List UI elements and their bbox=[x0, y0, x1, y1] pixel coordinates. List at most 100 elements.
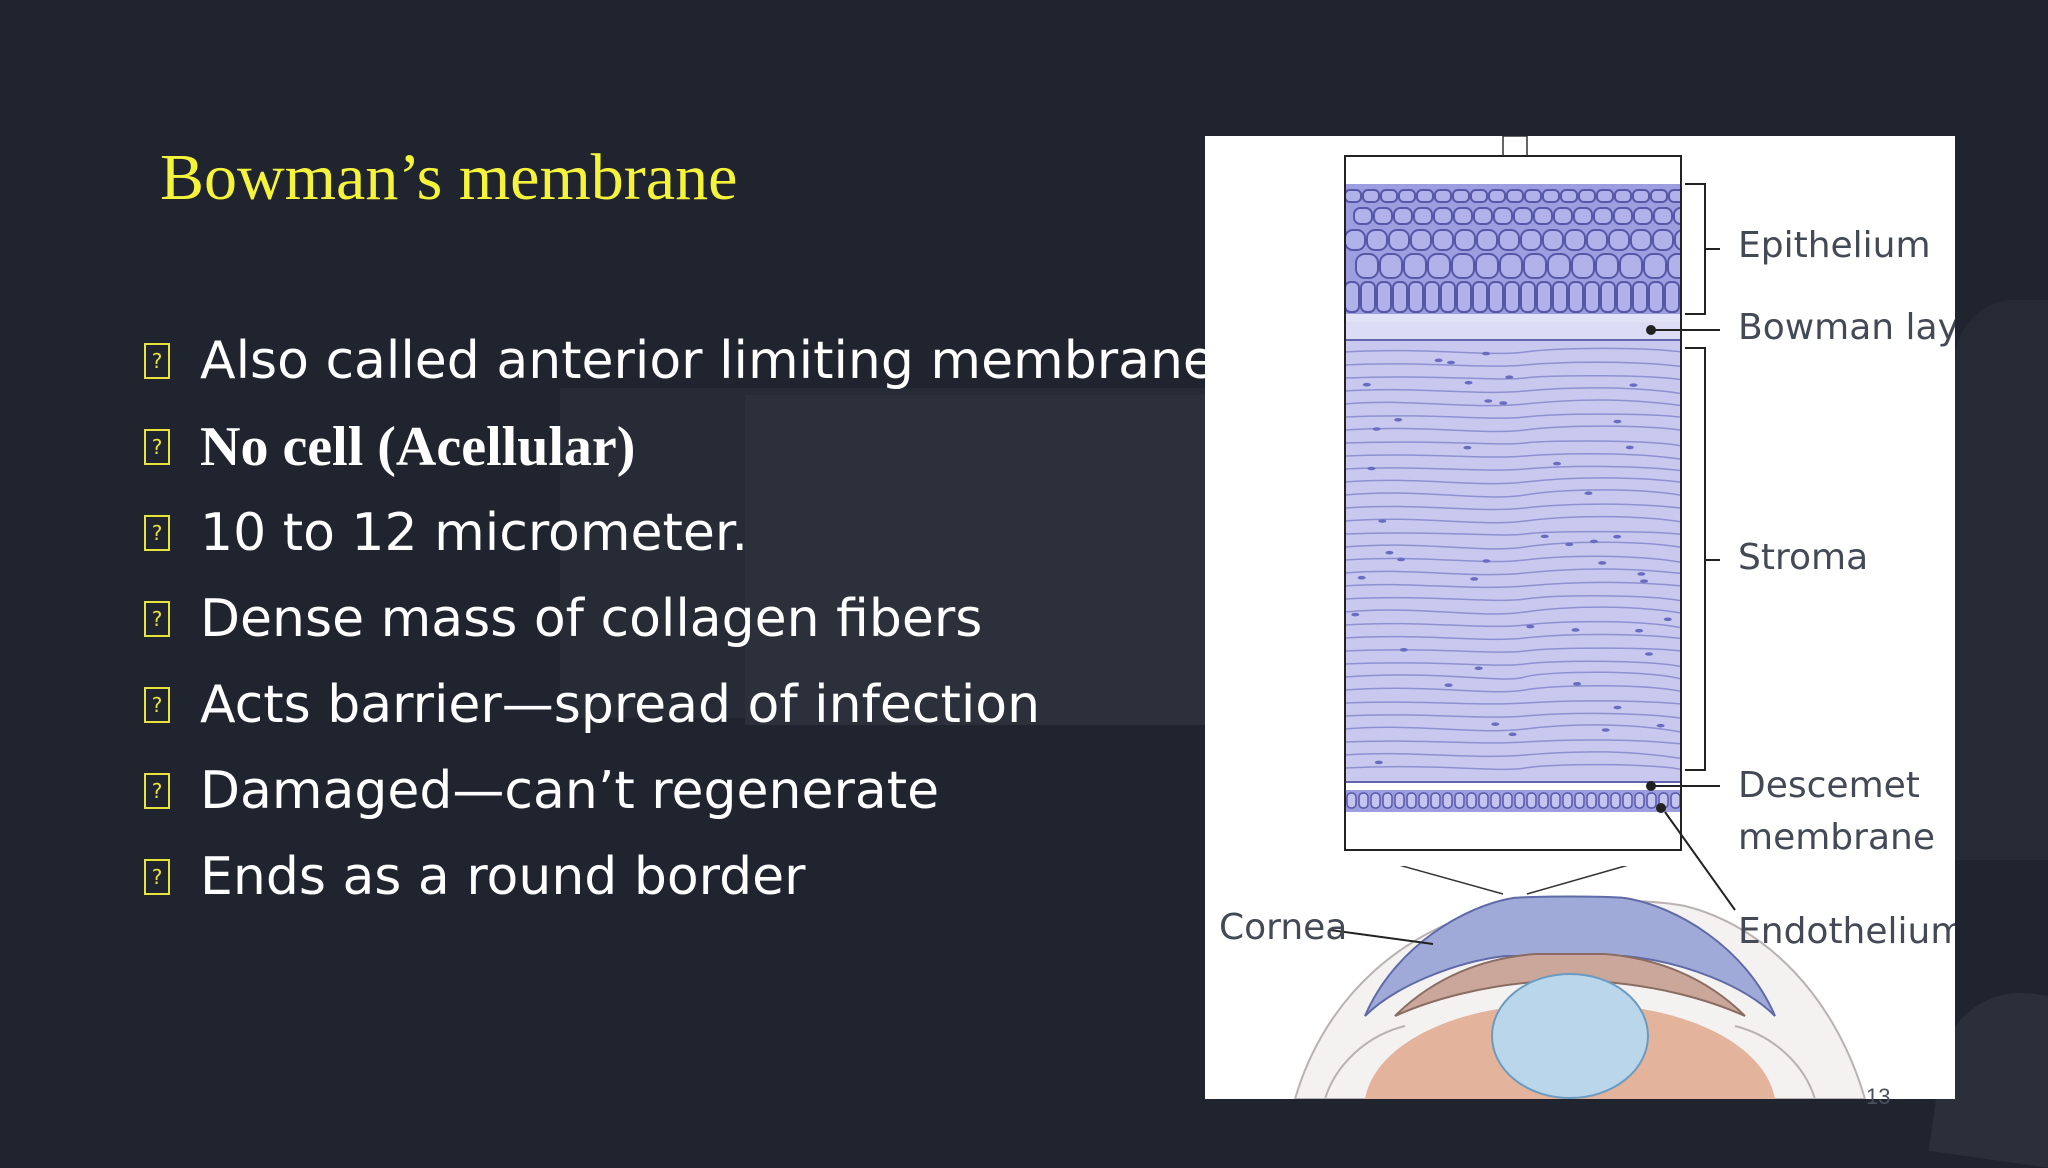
missing-glyph-icon: ? bbox=[144, 515, 170, 551]
epithelial-cell bbox=[1632, 281, 1648, 313]
epithelial-cell bbox=[1633, 207, 1653, 225]
epithelial-cell bbox=[1453, 207, 1473, 225]
bullet-item: ?Also called anterior limiting membrane bbox=[140, 318, 1215, 404]
epithelial-cell bbox=[1413, 207, 1433, 225]
epithelial-cell bbox=[1674, 229, 1681, 251]
collagen-fiber bbox=[1345, 685, 1681, 693]
keratocyte-nucleus bbox=[1613, 534, 1622, 539]
epithelial-cell bbox=[1392, 281, 1408, 313]
collagen-fiber bbox=[1345, 620, 1681, 629]
epithelial-cell bbox=[1476, 229, 1498, 251]
epithelial-cell bbox=[1473, 207, 1493, 225]
label-endothelium: Endothelium bbox=[1738, 911, 1955, 952]
collagen-fiber bbox=[1345, 568, 1681, 576]
label-epithelium: Epithelium bbox=[1738, 225, 1931, 266]
endothelial-cell bbox=[1358, 792, 1369, 809]
epithelial-cell bbox=[1616, 281, 1632, 313]
missing-glyph-icon: ? bbox=[144, 601, 170, 637]
page-number: 13 bbox=[1866, 1084, 1891, 1109]
epithelial-cell bbox=[1547, 253, 1571, 279]
epithelial-cell bbox=[1536, 281, 1552, 313]
keratocyte-nucleus bbox=[1601, 728, 1610, 732]
collagen-fiber bbox=[1345, 515, 1681, 524]
endothelial-cell bbox=[1466, 792, 1477, 809]
endothelial-cell bbox=[1406, 792, 1417, 809]
epithelial-cell bbox=[1596, 189, 1614, 203]
epithelial-cell bbox=[1652, 229, 1674, 251]
bullet-text: No cell (Acellular) bbox=[200, 416, 636, 478]
epithelial-cell bbox=[1488, 189, 1506, 203]
endothelial-cell bbox=[1586, 792, 1597, 809]
collagen-fiber bbox=[1345, 751, 1681, 760]
bullet-text: Damaged—can’t regenerate bbox=[200, 761, 940, 821]
epithelial-cell bbox=[1488, 281, 1504, 313]
cornea-diagram: Epithelium Bowman layer Stroma Descemet … bbox=[1205, 136, 1955, 1099]
collagen-fiber bbox=[1345, 541, 1681, 550]
epithelial-cell bbox=[1571, 253, 1595, 279]
bullet-text: Acts barrier—spread of infection bbox=[200, 675, 1041, 735]
keratocyte-nucleus bbox=[1526, 624, 1535, 629]
epithelial-cell bbox=[1553, 207, 1573, 225]
keratocyte-nucleus bbox=[1625, 445, 1634, 450]
label-descemet-line1: Descemet bbox=[1738, 765, 1920, 806]
keratocyte-nucleus bbox=[1399, 647, 1408, 652]
collagen-fiber bbox=[1345, 633, 1681, 641]
epithelial-cell bbox=[1475, 253, 1499, 279]
endothelial-cell bbox=[1538, 792, 1549, 809]
collagen-fiber bbox=[1345, 465, 1681, 472]
keratocyte-nucleus bbox=[1565, 542, 1574, 547]
collagen-fiber bbox=[1345, 347, 1681, 355]
keratocyte-nucleus bbox=[1397, 557, 1406, 562]
epithelial-cell bbox=[1632, 189, 1650, 203]
collagen-fiber bbox=[1345, 606, 1681, 615]
epithelial-cell bbox=[1520, 281, 1536, 313]
keratocyte-nucleus bbox=[1464, 380, 1473, 385]
endothelial-cell bbox=[1418, 792, 1429, 809]
collagen-fiber bbox=[1345, 530, 1681, 536]
keratocyte-nucleus bbox=[1640, 579, 1649, 583]
keratocyte-nucleus bbox=[1482, 559, 1491, 563]
epithelial-cell bbox=[1573, 207, 1593, 225]
endothelial-cell bbox=[1370, 792, 1381, 809]
keratocyte-nucleus bbox=[1474, 666, 1483, 671]
epithelial-cell bbox=[1523, 253, 1547, 279]
epithelial-cell bbox=[1498, 229, 1520, 251]
label-bowman-layer: Bowman layer bbox=[1738, 307, 1955, 348]
keratocyte-nucleus bbox=[1663, 617, 1672, 622]
collagen-fiber bbox=[1345, 387, 1681, 395]
label-descemet-line2: membrane bbox=[1738, 817, 1935, 858]
epithelial-cell bbox=[1667, 253, 1681, 279]
epithelial-cell bbox=[1586, 229, 1608, 251]
cornea-illustration bbox=[1293, 136, 1867, 1099]
bullet-text: Ends as a round border bbox=[200, 847, 806, 907]
epithelial-cell bbox=[1355, 253, 1379, 279]
missing-glyph-icon: ? bbox=[144, 859, 170, 895]
collagen-fiber bbox=[1345, 581, 1681, 589]
epithelial-cell bbox=[1366, 229, 1388, 251]
keratocyte-nucleus bbox=[1470, 577, 1479, 581]
epithelial-cell bbox=[1533, 207, 1553, 225]
tissue-column bbox=[1345, 156, 1681, 866]
collagen-fiber bbox=[1345, 660, 1681, 668]
epithelial-cell bbox=[1600, 281, 1616, 313]
label-leaders bbox=[1329, 183, 1736, 945]
eye-cross-section bbox=[1293, 136, 1867, 1099]
keratocyte-nucleus bbox=[1394, 417, 1403, 422]
epithelial-cell bbox=[1440, 281, 1456, 313]
endothelial-cell bbox=[1646, 792, 1657, 809]
keratocyte-nucleus bbox=[1573, 682, 1582, 686]
epithelial-cell bbox=[1584, 281, 1600, 313]
slide-title: Bowman’s membrane bbox=[160, 141, 738, 214]
missing-glyph-icon: ? bbox=[144, 429, 170, 465]
missing-glyph-icon: ? bbox=[144, 343, 170, 379]
collagen-fiber bbox=[1345, 712, 1681, 719]
epithelial-cell bbox=[1472, 281, 1488, 313]
keratocyte-nucleus bbox=[1644, 652, 1653, 656]
missing-glyph-icon: ? bbox=[144, 687, 170, 723]
endothelial-cell bbox=[1622, 792, 1633, 809]
epithelial-cell bbox=[1595, 253, 1619, 279]
collagen-fiber bbox=[1345, 425, 1681, 433]
endothelial-cell bbox=[1610, 792, 1621, 809]
epithelial-cell bbox=[1648, 281, 1664, 313]
endothelial-cell bbox=[1514, 792, 1525, 809]
